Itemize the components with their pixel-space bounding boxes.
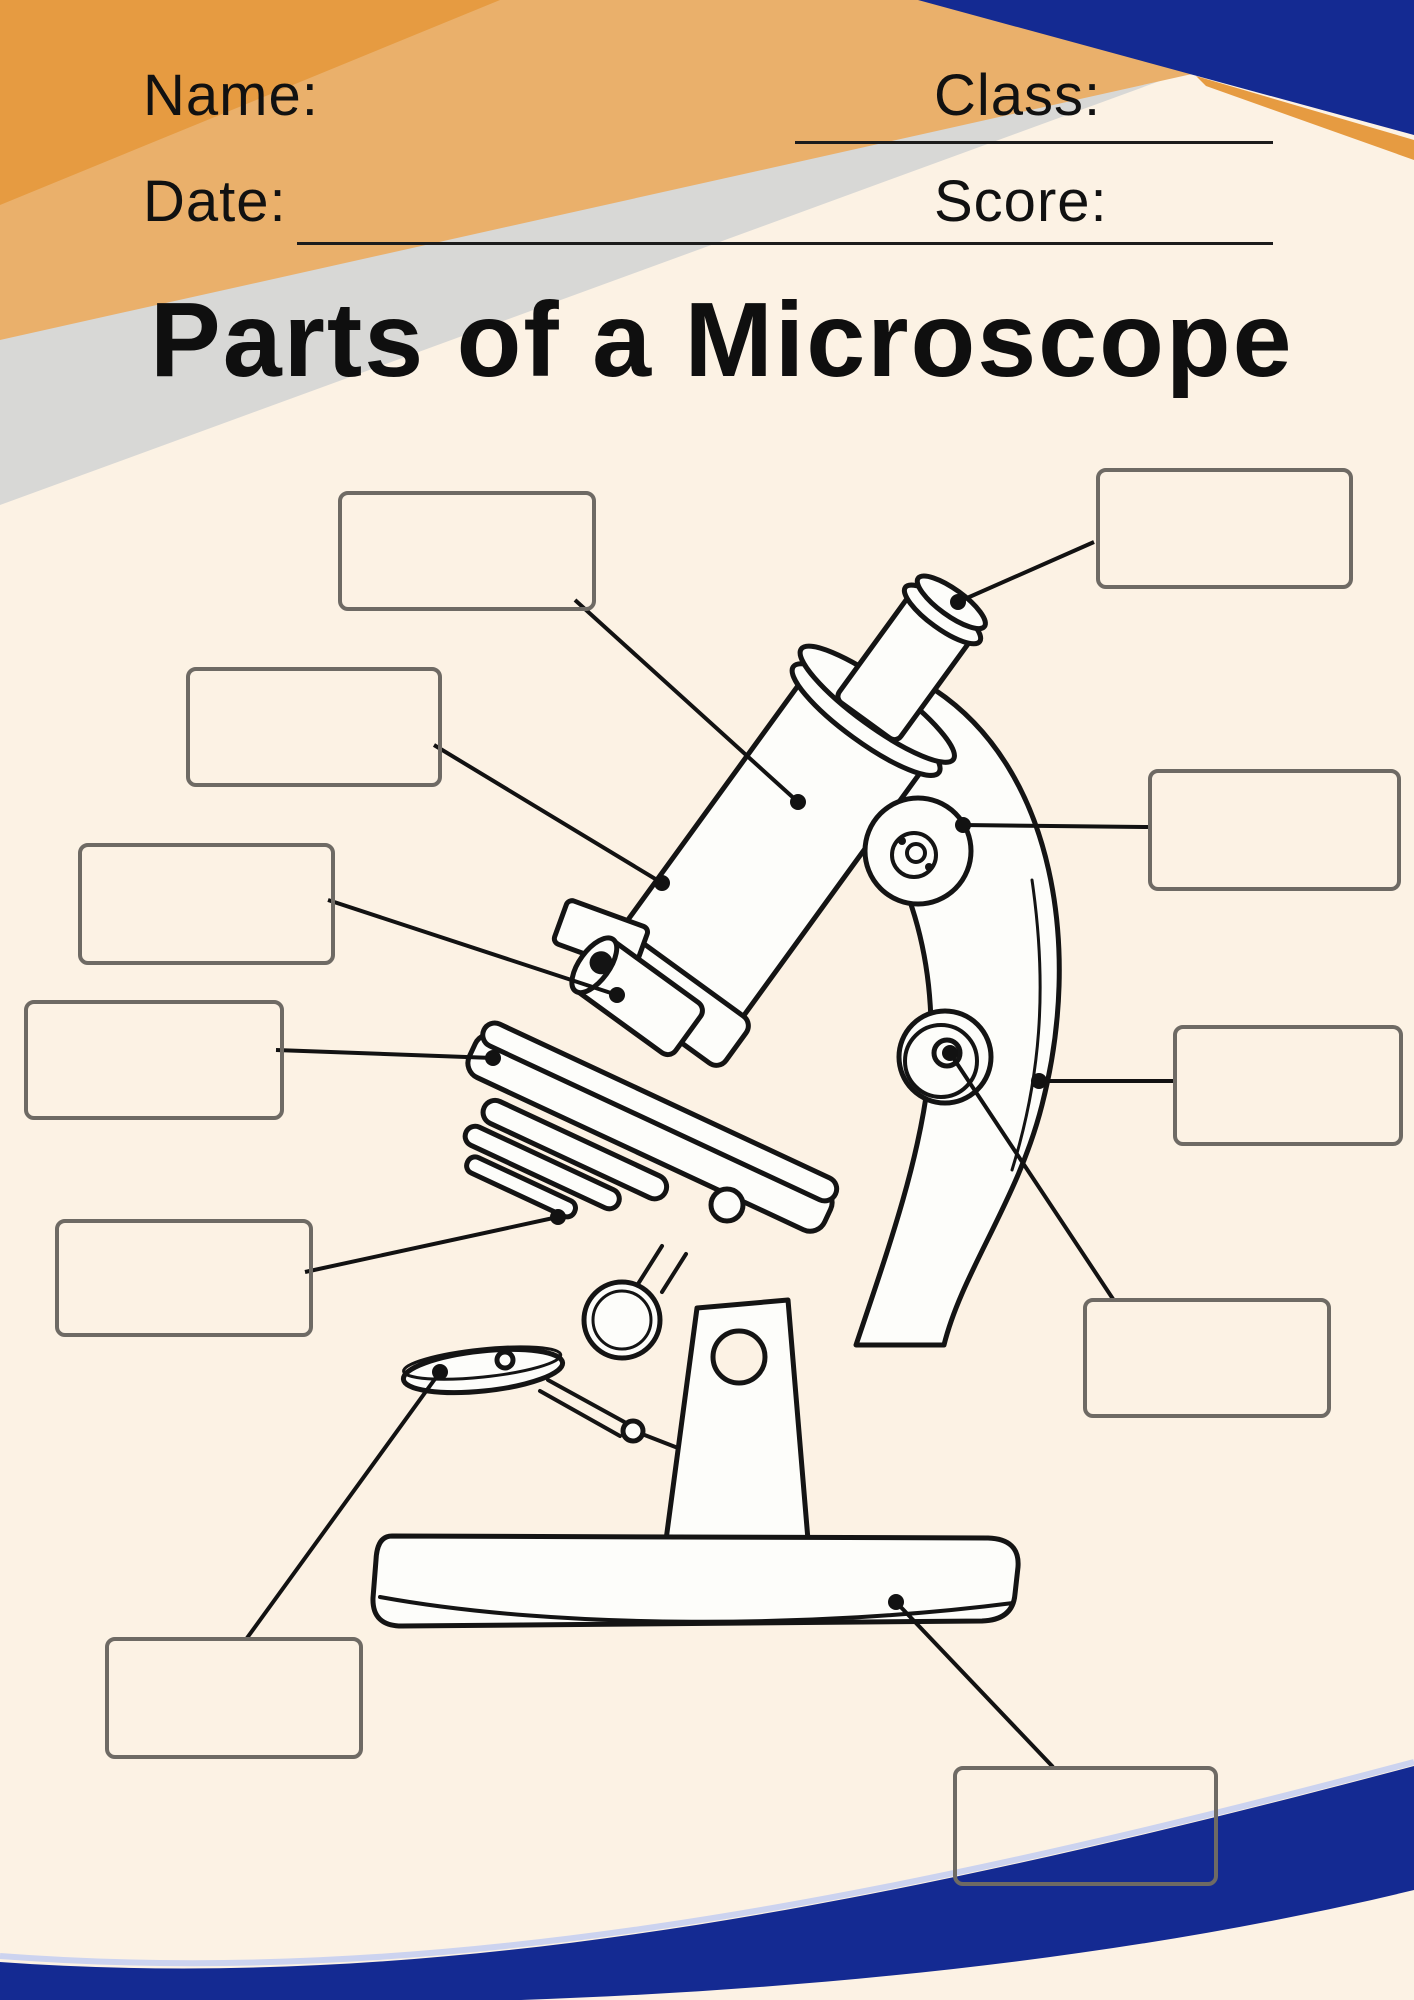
class-write-line[interactable]: [795, 141, 1273, 144]
class-label: Class:: [934, 63, 1102, 128]
date-score-write-line[interactable]: [297, 242, 1273, 245]
label-box-body-tube[interactable]: [338, 491, 596, 611]
label-box-mirror[interactable]: [105, 1637, 363, 1759]
eyepiece-shape: [835, 573, 988, 743]
label-box-objective-lens[interactable]: [78, 843, 335, 965]
condenser-shape: [581, 1244, 688, 1361]
label-box-eyepiece[interactable]: [1096, 468, 1353, 589]
label-box-revolving-nosepiece[interactable]: [186, 667, 442, 787]
name-label: Name:: [143, 63, 319, 128]
date-label: Date:: [143, 169, 287, 234]
label-box-arm[interactable]: [1173, 1025, 1403, 1146]
label-box-diaphragm[interactable]: [55, 1219, 313, 1337]
pillar-shape: [663, 1297, 811, 1543]
label-box-coarse-adjustment-knob[interactable]: [1148, 769, 1401, 891]
objective-front-shape: [569, 935, 705, 1058]
stage-shape: [462, 1020, 840, 1234]
pointer-dots: [432, 594, 1047, 1610]
label-box-base[interactable]: [953, 1766, 1218, 1886]
mirror-shape: [400, 1345, 680, 1450]
score-label: Score:: [934, 169, 1108, 234]
bottom-swoosh: [0, 1759, 1414, 2000]
coarse-adjustment-knob-shape: [862, 795, 974, 907]
page-title: Parts of a Microscope: [150, 281, 1294, 399]
connector-lines: [245, 540, 1173, 1769]
label-box-fine-adjustment-knob[interactable]: [1083, 1298, 1331, 1418]
stage-screw: [708, 1186, 746, 1224]
label-box-stage[interactable]: [24, 1000, 284, 1120]
base-shape: [370, 1533, 1021, 1629]
